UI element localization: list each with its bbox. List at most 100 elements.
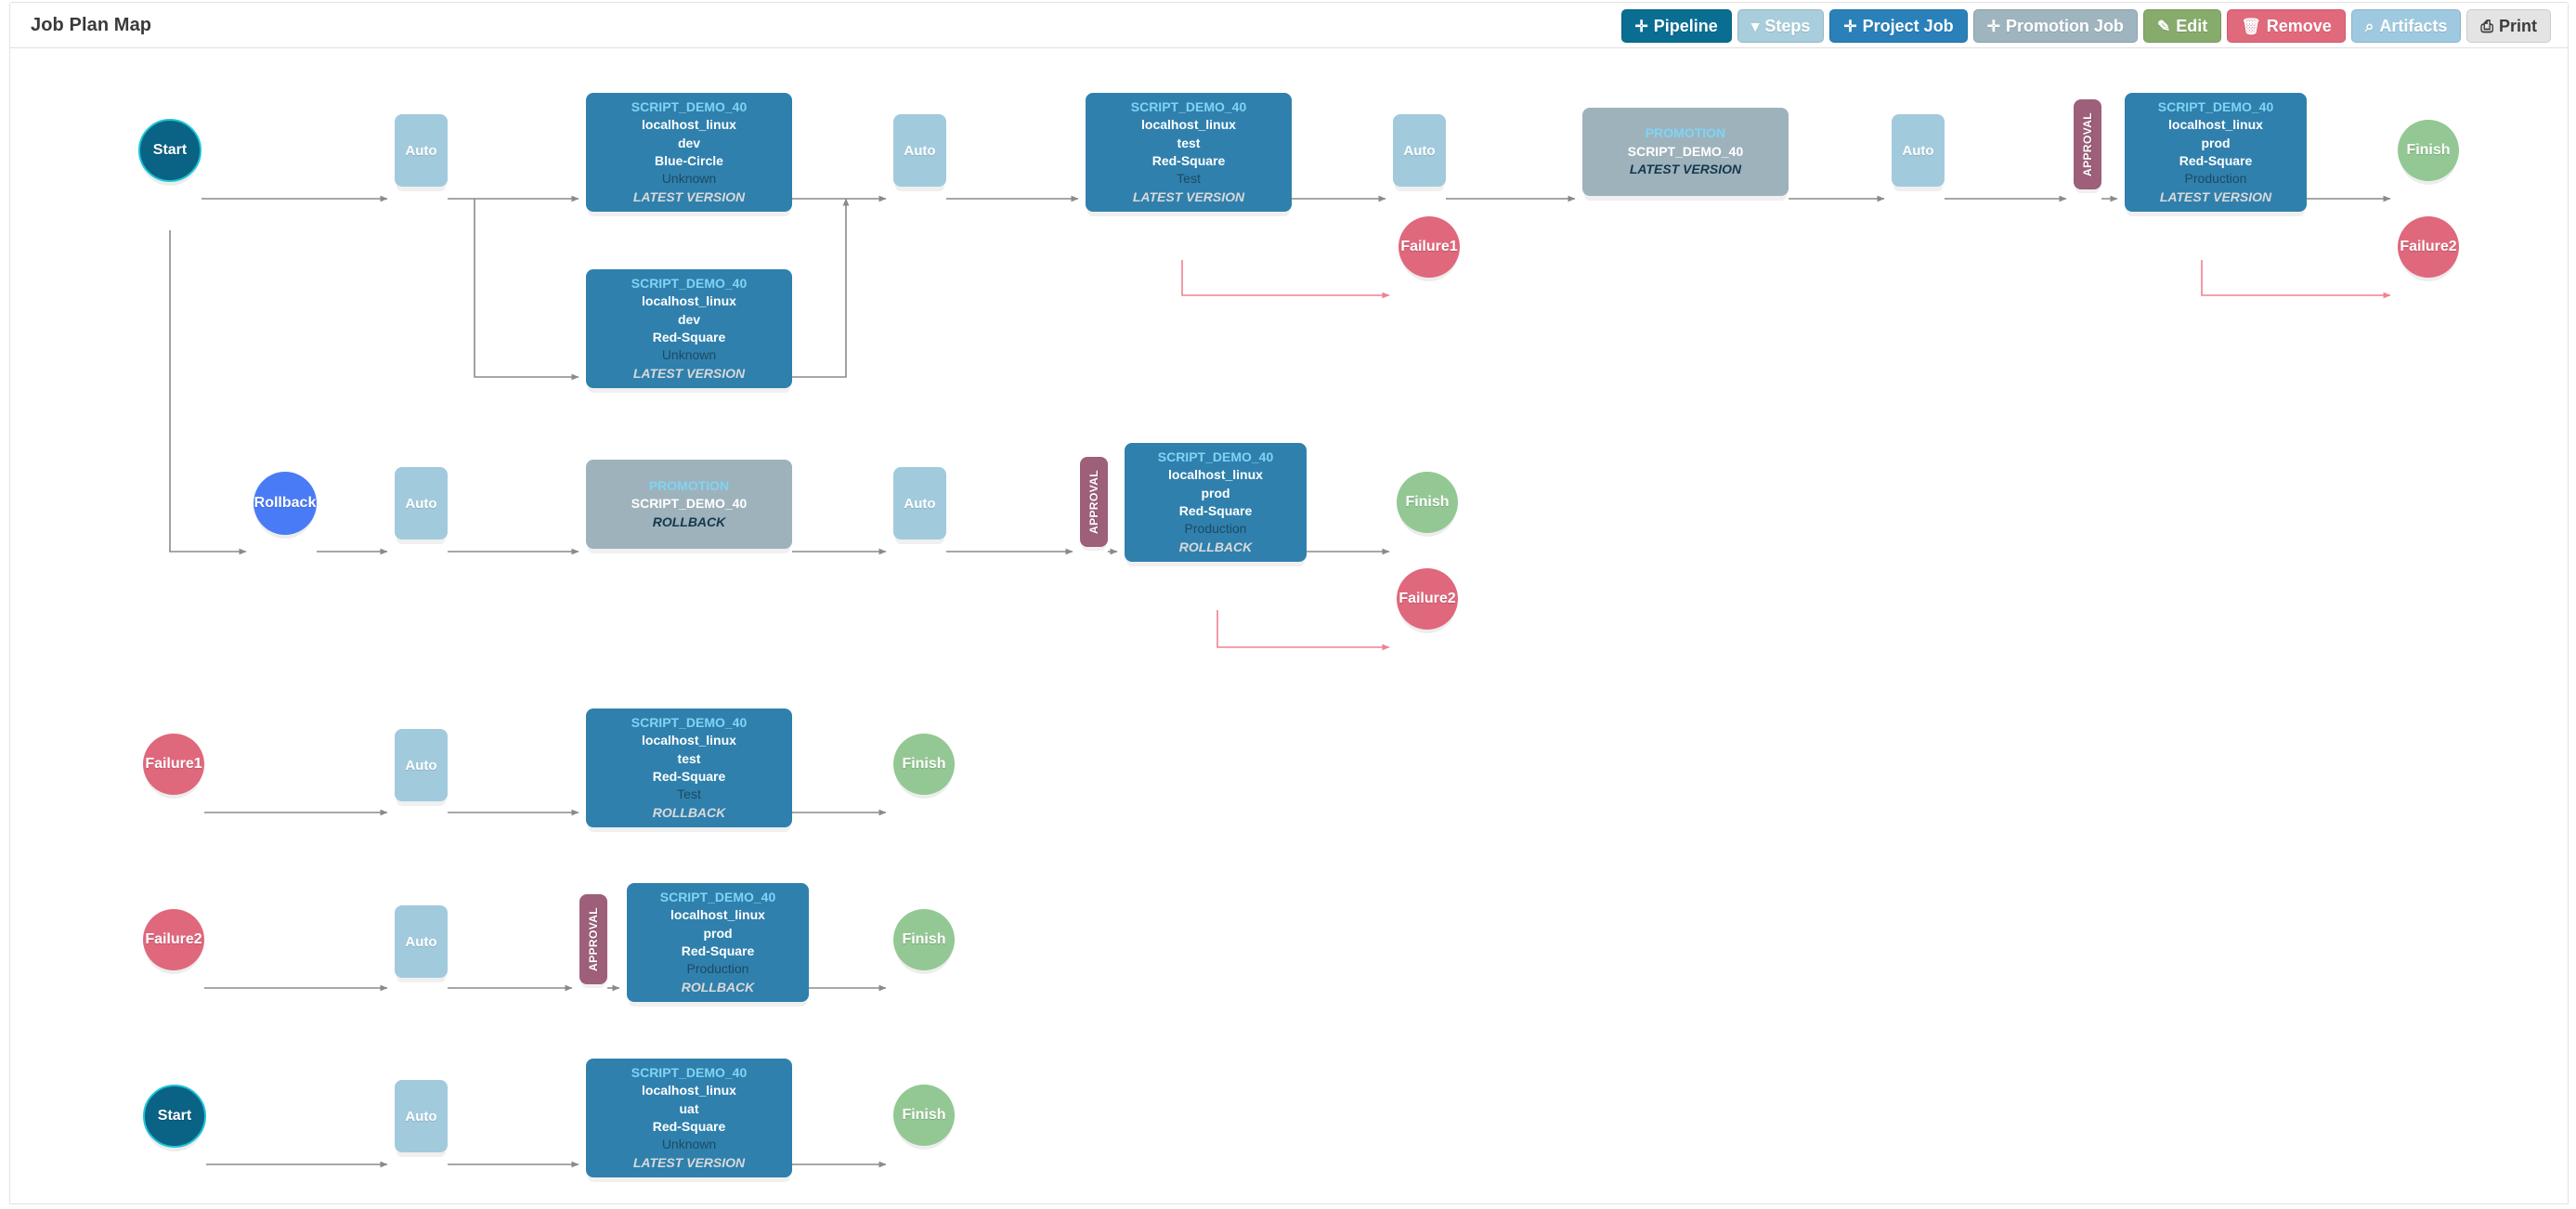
edit-button-label: Edit bbox=[2176, 16, 2208, 35]
task-stage: Production bbox=[2184, 171, 2247, 187]
node-task[interactable]: SCRIPT_DEMO_40 localhost_linux dev Blue-… bbox=[586, 93, 792, 212]
project-job-button[interactable]: ✛ Project Job bbox=[1829, 9, 1968, 43]
node-failure[interactable]: Failure2 bbox=[143, 909, 204, 970]
node-promotion[interactable]: PROMOTION SCRIPT_DEMO_40 ROLLBACK bbox=[586, 460, 792, 549]
print-button[interactable]: ⎙ Print bbox=[2466, 9, 2551, 43]
artifacts-button[interactable]: ⌕ Artifacts bbox=[2350, 9, 2462, 43]
task-component: Red-Square bbox=[652, 330, 726, 344]
node-label: Auto bbox=[405, 1108, 437, 1124]
task-component: Red-Square bbox=[1151, 153, 1226, 168]
promotion-job-button[interactable]: ✛ Promotion Job bbox=[1972, 9, 2138, 43]
task-version: ROLLBACK bbox=[652, 804, 726, 820]
task-stage: Unknown bbox=[661, 347, 717, 363]
task-component: Red-Square bbox=[652, 769, 726, 784]
page-header: Job Plan Map ✛ Pipeline ▾ Steps ✛ Projec… bbox=[9, 2, 2569, 48]
node-label: Auto bbox=[1403, 142, 1436, 159]
node-label: Finish bbox=[902, 756, 946, 772]
task-name: SCRIPT_DEMO_40 bbox=[631, 99, 748, 115]
task-resource: localhost_linux bbox=[642, 117, 736, 133]
node-label: Auto bbox=[904, 142, 936, 159]
node-failure[interactable]: Failure1 bbox=[143, 734, 204, 795]
node-task[interactable]: SCRIPT_DEMO_40 localhost_linux dev Red-S… bbox=[586, 269, 792, 388]
node-approval-gate[interactable]: APPROVAL bbox=[579, 894, 607, 984]
node-task[interactable]: SCRIPT_DEMO_40 localhost_linux uat Red-S… bbox=[586, 1059, 792, 1177]
task-stage: Test bbox=[677, 786, 701, 802]
edit-button[interactable]: ✎ Edit bbox=[2142, 9, 2222, 43]
node-auto[interactable]: Auto bbox=[893, 467, 946, 540]
page-title: Job Plan Map bbox=[31, 15, 152, 35]
task-name: SCRIPT_DEMO_40 bbox=[631, 1065, 748, 1081]
node-finish[interactable]: Finish bbox=[893, 734, 955, 795]
node-task[interactable]: SCRIPT_DEMO_40 localhost_linux prod Red-… bbox=[1125, 443, 1307, 562]
task-resource: localhost_linux bbox=[2168, 117, 2263, 133]
approval-label: APPROVAL bbox=[587, 907, 600, 971]
node-auto[interactable]: Auto bbox=[395, 1080, 448, 1152]
plus-icon: ✛ bbox=[1986, 17, 2000, 35]
node-finish[interactable]: Finish bbox=[2398, 120, 2459, 181]
node-start[interactable]: Start bbox=[138, 119, 202, 182]
node-finish[interactable]: Finish bbox=[893, 1085, 955, 1146]
task-component: Red-Square bbox=[2179, 153, 2253, 168]
node-rollback[interactable]: Rollback bbox=[254, 472, 317, 535]
node-label: Auto bbox=[405, 142, 437, 159]
node-label: Finish bbox=[2406, 142, 2451, 158]
task-component: Blue-Circle bbox=[655, 153, 723, 168]
node-auto[interactable]: Auto bbox=[395, 114, 448, 187]
node-label: Auto bbox=[1902, 142, 1934, 159]
node-auto[interactable]: Auto bbox=[395, 905, 448, 978]
node-label: Auto bbox=[405, 757, 437, 774]
node-label: Failure2 bbox=[1399, 591, 1456, 606]
task-stage: Unknown bbox=[661, 171, 717, 187]
task-resource: localhost_linux bbox=[670, 907, 765, 923]
steps-button-label: Steps bbox=[1764, 16, 1811, 35]
node-approval-gate[interactable]: APPROVAL bbox=[2074, 99, 2101, 189]
task-version: LATEST VERSION bbox=[1132, 188, 1245, 204]
node-approval-gate[interactable]: APPROVAL bbox=[1080, 457, 1108, 547]
task-version: ROLLBACK bbox=[681, 979, 755, 994]
node-label: Finish bbox=[902, 931, 946, 947]
task-stage: Test bbox=[1177, 171, 1201, 187]
node-failure[interactable]: Failure1 bbox=[1399, 216, 1460, 278]
node-task[interactable]: SCRIPT_DEMO_40 localhost_linux test Red-… bbox=[586, 708, 792, 827]
task-version: LATEST VERSION bbox=[632, 188, 746, 204]
pipeline-button[interactable]: ✛ Pipeline bbox=[1620, 9, 1732, 43]
node-finish[interactable]: Finish bbox=[893, 909, 955, 970]
task-env: prod bbox=[1201, 485, 1230, 500]
node-start[interactable]: Start bbox=[143, 1085, 206, 1148]
approval-label: APPROVAL bbox=[2081, 112, 2094, 176]
node-finish[interactable]: Finish bbox=[1397, 472, 1458, 533]
steps-button[interactable]: ▾ Steps bbox=[1737, 9, 1825, 43]
task-resource: localhost_linux bbox=[642, 1083, 736, 1098]
print-button-label: Print bbox=[2498, 16, 2537, 35]
node-auto[interactable]: Auto bbox=[1393, 114, 1446, 187]
remove-button[interactable]: 🗑 Remove bbox=[2227, 9, 2346, 43]
node-label: Failure1 bbox=[145, 756, 202, 772]
node-label: Start bbox=[152, 142, 188, 158]
node-task[interactable]: SCRIPT_DEMO_40 localhost_linux test Red-… bbox=[1086, 93, 1292, 212]
node-auto[interactable]: Auto bbox=[395, 467, 448, 540]
caret-down-icon: ▾ bbox=[1750, 17, 1760, 35]
node-task[interactable]: SCRIPT_DEMO_40 localhost_linux prod Red-… bbox=[2125, 93, 2307, 212]
node-label: Finish bbox=[902, 1107, 946, 1123]
promotion-version: LATEST VERSION bbox=[1629, 162, 1742, 177]
task-name: SCRIPT_DEMO_40 bbox=[631, 276, 748, 292]
approval-label: APPROVAL bbox=[1087, 470, 1100, 534]
pipeline-button-label: Pipeline bbox=[1653, 16, 1718, 35]
promotion-title: PROMOTION bbox=[1645, 125, 1726, 141]
remove-button-label: Remove bbox=[2266, 16, 2332, 35]
node-auto[interactable]: Auto bbox=[893, 114, 946, 187]
node-failure[interactable]: Failure2 bbox=[2398, 216, 2459, 278]
task-env: prod bbox=[2201, 135, 2231, 150]
toolbar: ✛ Pipeline ▾ Steps ✛ Project Job ✛ Promo… bbox=[1620, 9, 2551, 43]
task-stage: Unknown bbox=[661, 1137, 717, 1152]
node-task[interactable]: SCRIPT_DEMO_40 localhost_linux prod Red-… bbox=[627, 883, 809, 1002]
node-failure[interactable]: Failure2 bbox=[1397, 568, 1458, 630]
node-auto[interactable]: Auto bbox=[395, 729, 448, 801]
task-version: ROLLBACK bbox=[1178, 539, 1253, 554]
job-plan-canvas[interactable]: Start Auto SCRIPT_DEMO_40 localhost_linu… bbox=[9, 48, 2569, 1204]
task-name: SCRIPT_DEMO_40 bbox=[659, 890, 776, 905]
task-name: SCRIPT_DEMO_40 bbox=[1157, 449, 1274, 465]
node-promotion[interactable]: PROMOTION SCRIPT_DEMO_40 LATEST VERSION bbox=[1582, 108, 1789, 196]
node-auto[interactable]: Auto bbox=[1892, 114, 1945, 187]
